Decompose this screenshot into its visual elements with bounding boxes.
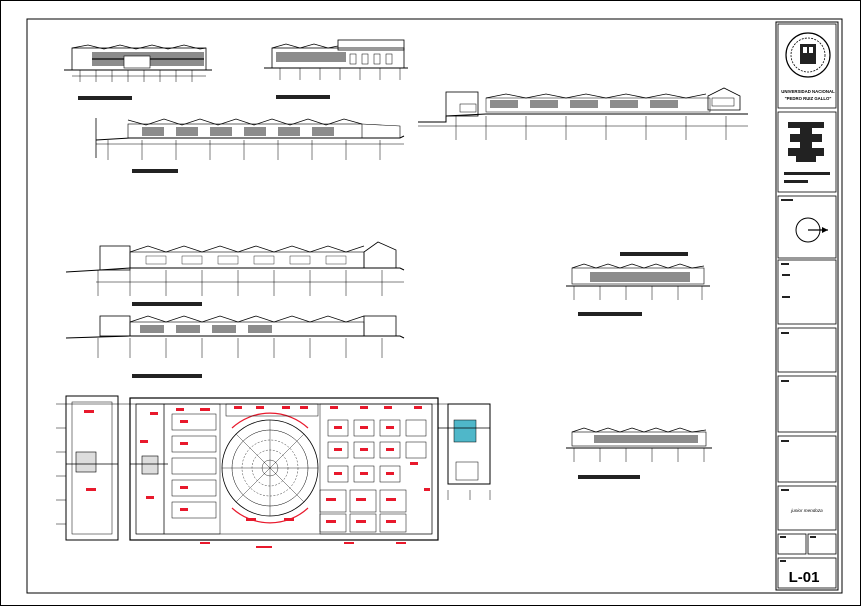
sheet-code: L-01	[789, 569, 820, 586]
emblem-icon	[788, 122, 824, 162]
sheet-code-cell	[777, 557, 837, 589]
elevation-label-bar	[78, 96, 132, 100]
author-signature: junior mendoza	[790, 508, 823, 513]
elevation-top-left	[64, 44, 212, 100]
section-middle-a	[65, 241, 405, 306]
university-name-line2: "PEDRO RUIZ GALLO"	[785, 96, 832, 101]
elevation-top-center	[264, 39, 408, 99]
section-label-bar	[578, 475, 640, 479]
section-label-bar	[620, 252, 688, 256]
section-label-bar	[132, 169, 178, 173]
section-long-left	[95, 118, 405, 173]
section-label-bar	[132, 302, 202, 306]
north-cell	[777, 195, 837, 259]
elevation-label-bar	[276, 95, 330, 99]
section-label-bar	[132, 374, 202, 378]
info-cell-3	[777, 375, 837, 433]
section-long-right	[418, 87, 748, 140]
title-block: UNIVERSIDAD NACIONAL "PEDRO RUIZ GALLO"	[775, 21, 839, 591]
university-seal-icon	[785, 32, 831, 78]
emblem-cell	[777, 111, 837, 193]
north-arrow-icon	[795, 217, 828, 243]
info-cell-4	[777, 435, 837, 483]
section-small-right-a	[566, 252, 710, 316]
floor-plan	[56, 395, 491, 548]
info-cell-2	[777, 327, 837, 373]
signature-cell	[777, 485, 837, 531]
university-name-line1: UNIVERSIDAD NACIONAL	[781, 89, 835, 94]
inner-border	[26, 18, 843, 594]
section-small-right-b	[566, 427, 712, 479]
logo-cell	[777, 23, 837, 109]
info-cell-1	[777, 259, 837, 325]
section-label-bar	[578, 312, 642, 316]
date-cell	[807, 533, 837, 555]
scale-cell	[777, 533, 807, 555]
section-middle-b	[65, 315, 405, 378]
